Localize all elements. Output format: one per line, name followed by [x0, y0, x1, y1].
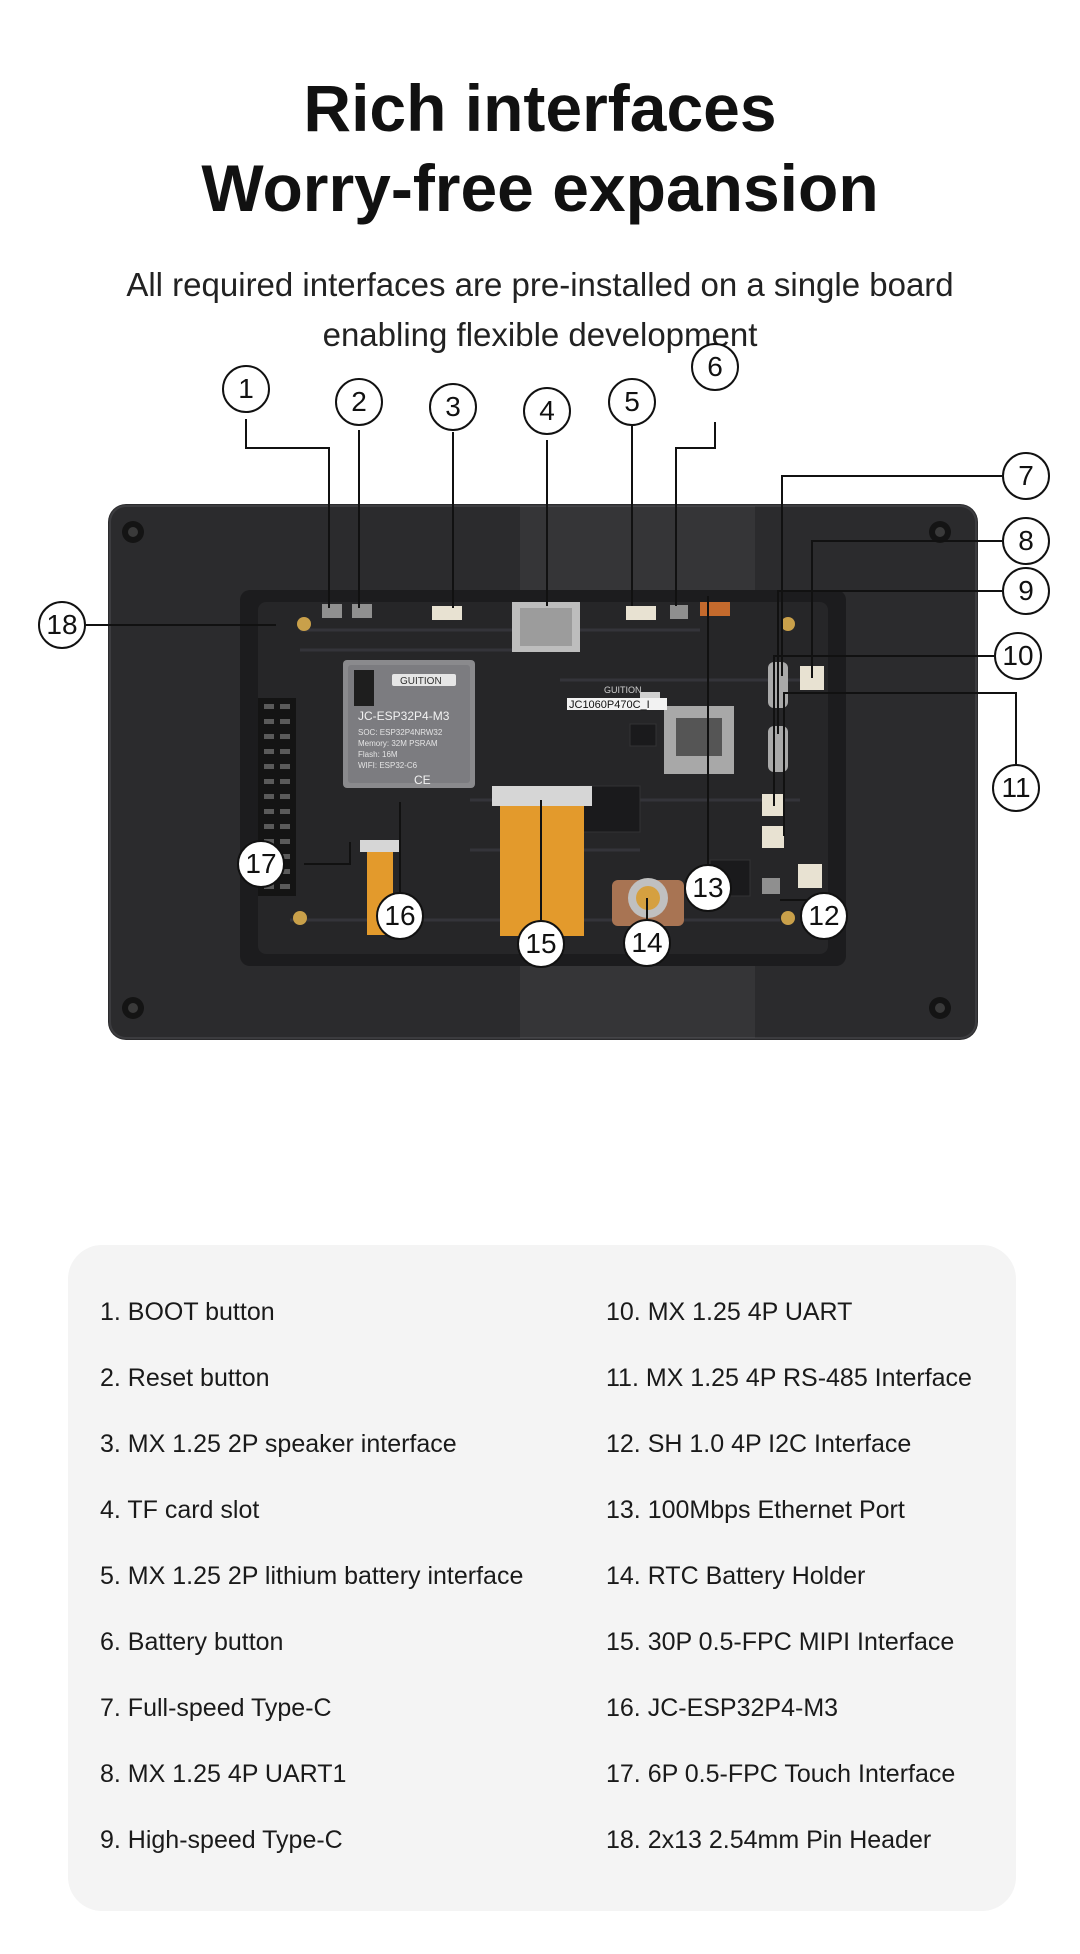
legend-item: 9. High-speed Type-C: [100, 1826, 343, 1854]
legend-item: 8. MX 1.25 4P UART1: [100, 1760, 347, 1788]
legend-item: 3. MX 1.25 2P speaker interface: [100, 1430, 457, 1458]
callout-7: 7: [1002, 452, 1050, 500]
callout-6: 6: [691, 343, 739, 391]
callout-13: 13: [684, 864, 732, 912]
callout-14: 14: [623, 919, 671, 967]
module-flash: Flash: 16M: [358, 750, 398, 759]
legend-item: 15. 30P 0.5-FPC MIPI Interface: [606, 1628, 955, 1656]
legend-item: 13. 100Mbps Ethernet Port: [606, 1496, 905, 1524]
legend-item: 11. MX 1.25 4P RS-485 Interface: [606, 1364, 972, 1392]
subtitle-line-1: All required interfaces are pre-installe…: [126, 266, 954, 303]
callout-1: 1: [222, 365, 270, 413]
callout-9: 9: [1002, 567, 1050, 615]
callout-17: 17: [237, 840, 285, 888]
legend-column-right: 10. MX 1.25 4P UART 11. MX 1.25 4P RS-48…: [606, 1295, 972, 1889]
module-soc: SOC: ESP32P4NRW32: [358, 728, 443, 737]
board-figure: JC1060P470C_I GUITION: [0, 343, 1080, 1220]
legend-item: 14. RTC Battery Holder: [606, 1562, 866, 1590]
page-title: Rich interfaces Worry-free expansion: [0, 68, 1080, 228]
callout-3: 3: [429, 383, 477, 431]
leader-lines: [86, 419, 1017, 920]
legend-item: 7. Full-speed Type-C: [100, 1694, 332, 1722]
callout-18: 18: [38, 601, 86, 649]
esp32-module: GUITION JC-ESP32P4-M3 SOC: ESP32P4NRW32 …: [343, 660, 475, 788]
legend-item: 2. Reset button: [100, 1364, 270, 1392]
callout-5: 5: [608, 378, 656, 426]
callout-4: 4: [523, 387, 571, 435]
module-memory: Memory: 32M PSRAM: [358, 739, 438, 748]
module-wifi: WIFI: ESP32-C6: [358, 761, 418, 770]
legend-item: 18. 2x13 2.54mm Pin Header: [606, 1826, 932, 1854]
subtitle: All required interfaces are pre-installe…: [0, 260, 1080, 360]
callout-15: 15: [517, 920, 565, 968]
module-brand: GUITION: [400, 676, 442, 687]
board-brand: GUITION: [604, 685, 642, 695]
module-name: JC-ESP32P4-M3: [358, 709, 450, 723]
callout-10: 10: [994, 632, 1042, 680]
legend-item: 1. BOOT button: [100, 1298, 275, 1326]
legend-item: 6. Battery button: [100, 1628, 284, 1656]
callout-8: 8: [1002, 517, 1050, 565]
callout-11: 11: [992, 764, 1040, 812]
legend-card: 1. BOOT button 2. Reset button 3. MX 1.2…: [68, 1245, 1016, 1911]
board-label: JC1060P470C_I: [569, 699, 650, 711]
title-line-2: Worry-free expansion: [201, 151, 879, 225]
legend-item: 10. MX 1.25 4P UART: [606, 1298, 853, 1326]
legend-item: 5. MX 1.25 2P lithium battery interface: [100, 1562, 524, 1590]
legend-item: 17. 6P 0.5-FPC Touch Interface: [606, 1760, 956, 1788]
board-illustration: JC1060P470C_I GUITION: [86, 419, 1017, 1040]
subtitle-line-2: enabling flexible development: [322, 316, 758, 353]
legend-item: 16. JC-ESP32P4-M3: [606, 1694, 839, 1722]
legend-column-left: 1. BOOT button 2. Reset button 3. MX 1.2…: [100, 1295, 523, 1889]
callout-2: 2: [335, 378, 383, 426]
callout-12: 12: [800, 892, 848, 940]
screw-icon: [122, 521, 951, 1019]
title-line-1: Rich interfaces: [303, 71, 777, 145]
module-marks: CE: [414, 773, 431, 787]
legend-item: 12. SH 1.0 4P I2C Interface: [606, 1430, 912, 1458]
callout-16: 16: [376, 892, 424, 940]
legend-item: 4. TF card slot: [100, 1496, 260, 1524]
